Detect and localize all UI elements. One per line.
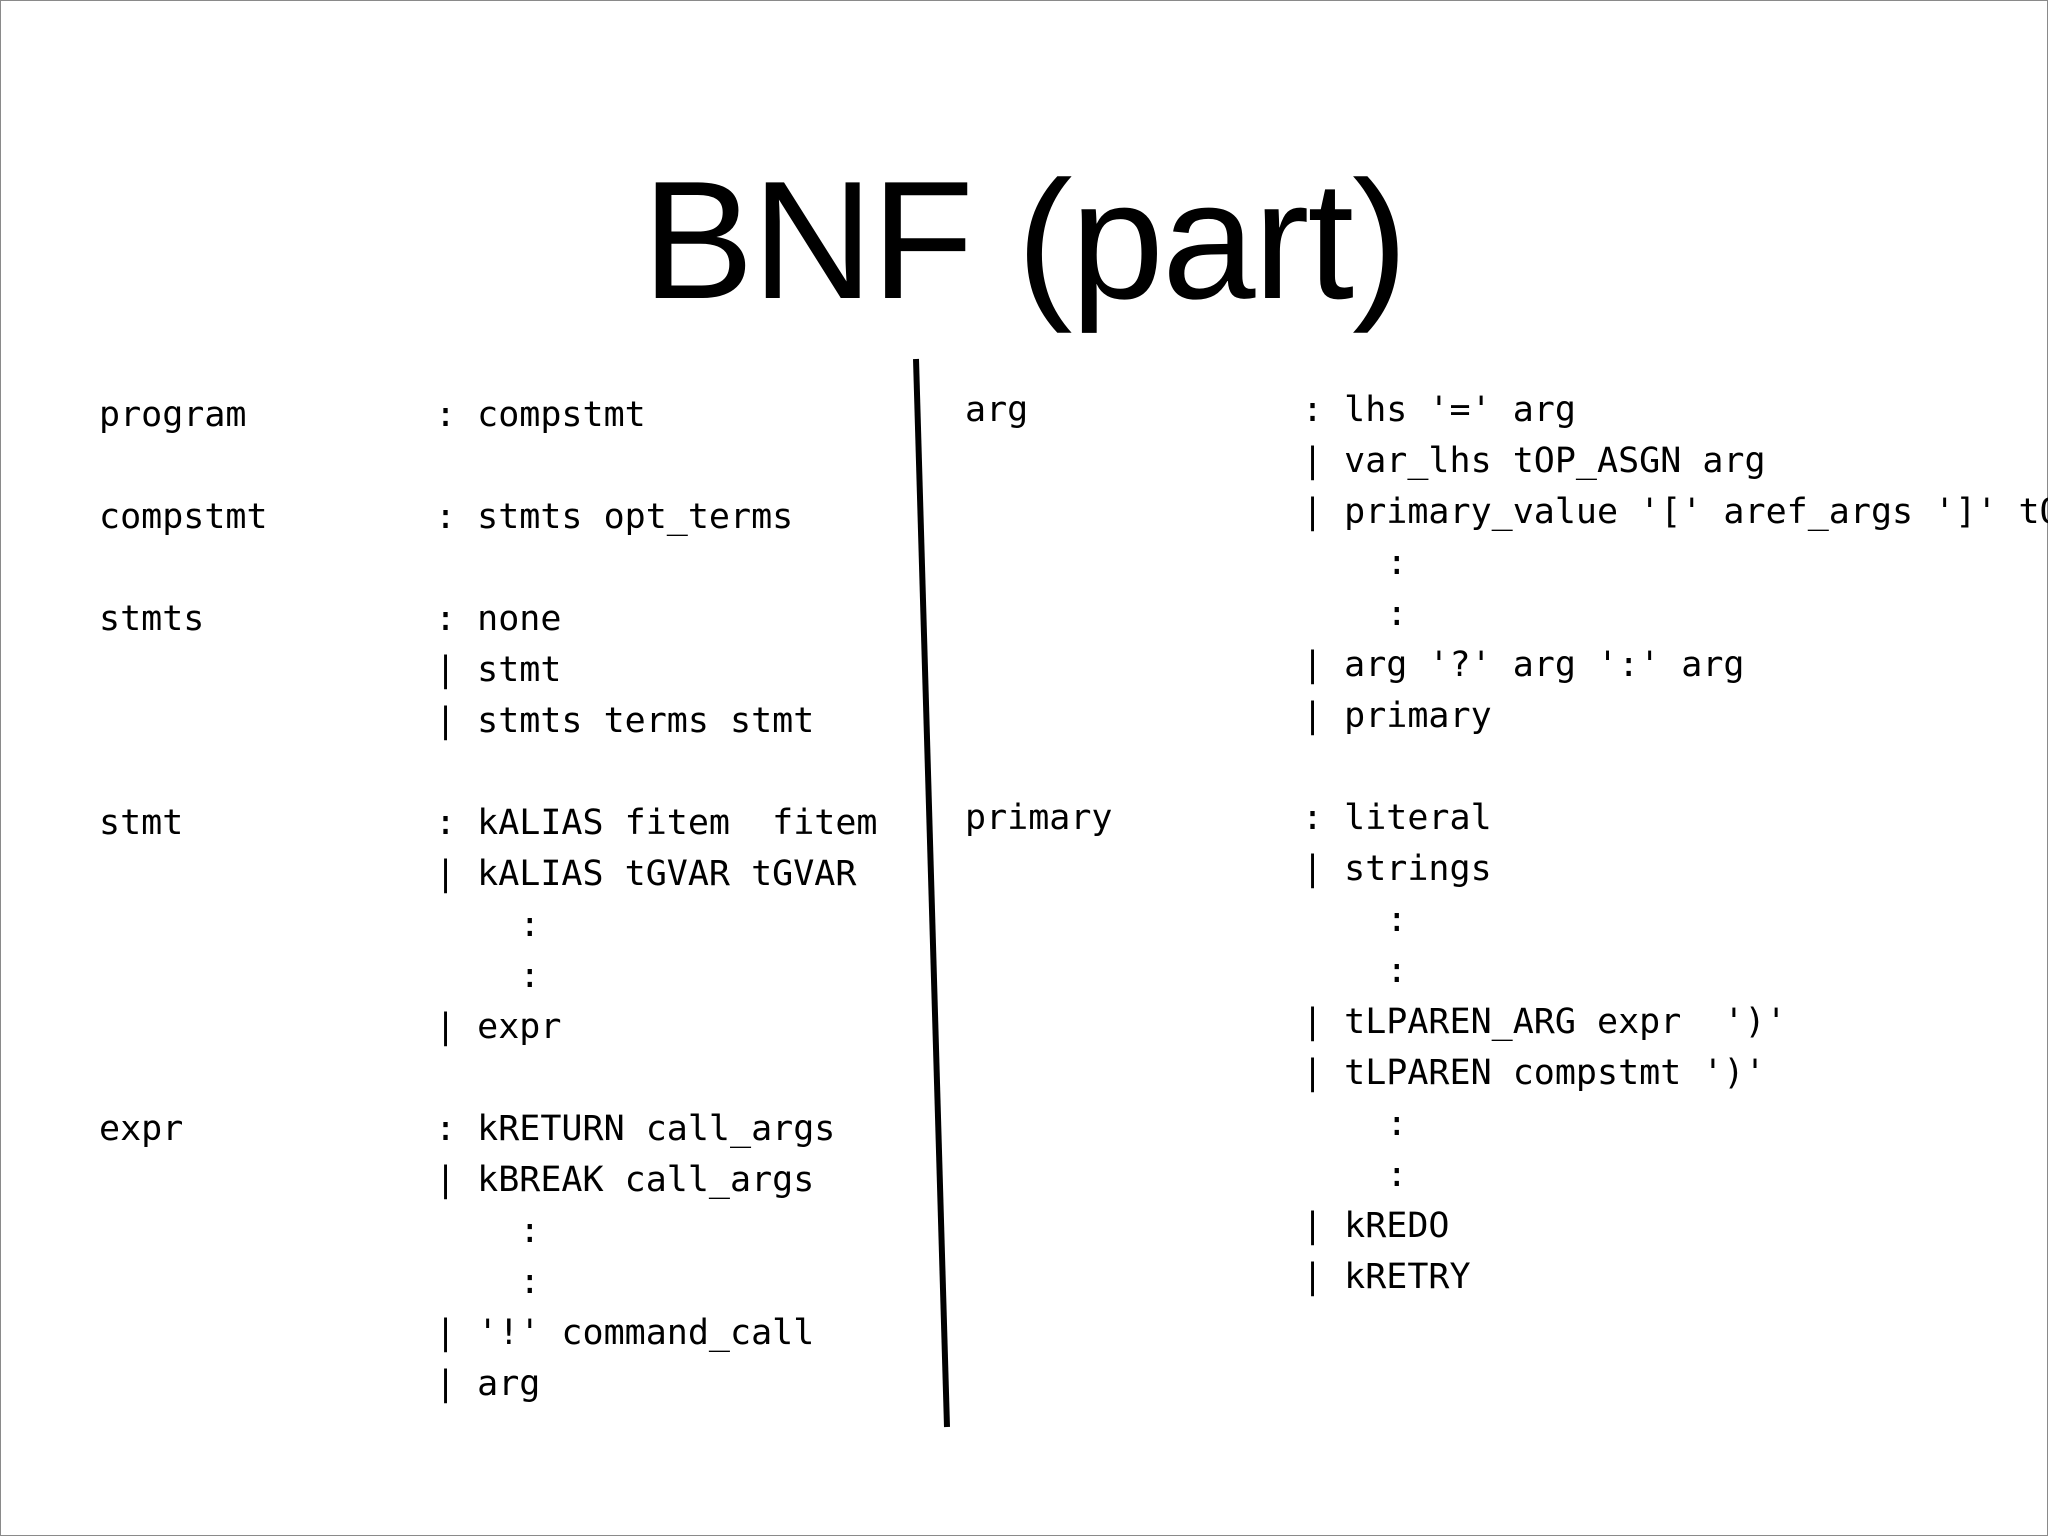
alternative-line: | stmt xyxy=(435,650,562,690)
rule-name: primary xyxy=(965,798,1113,838)
alternative-line: | '!' command_call xyxy=(435,1313,815,1353)
ellipsis-line: : xyxy=(1302,900,1408,940)
alternative-line: : kALIAS fitem fitem xyxy=(435,803,878,843)
alternative-line: | kRETRY xyxy=(1302,1257,1471,1297)
alternative-line: | var_lhs tOP_ASGN arg xyxy=(1302,441,1766,481)
alternative-line: | strings xyxy=(1302,849,1492,889)
rule-name: expr xyxy=(99,1109,184,1149)
grammar-rule-compstmt: compstmt : stmts opt_terms xyxy=(99,492,878,543)
alternative-line: | tLPAREN compstmt ')' xyxy=(1302,1053,1766,1093)
rule-alternatives: : stmts opt_terms xyxy=(435,492,793,543)
rule-alternatives: : kALIAS fitem fitem | kALIAS tGVAR tGVAR… xyxy=(435,798,878,1053)
ellipsis-line: : xyxy=(1302,543,1408,583)
grammar-rule-expr: expr : kRETURN call_args | kBREAK call_arg… xyxy=(99,1104,878,1410)
grammar-left-column: program : compstmt compstmt : stmts opt_ter… xyxy=(99,390,878,1461)
rule-alternatives: : kRETURN call_args| kBREAK call_args : … xyxy=(435,1104,835,1410)
ellipsis-line: : xyxy=(1302,1104,1408,1144)
ellipsis-line: : xyxy=(435,1262,541,1302)
grammar-rule-arg: arg : lhs '=' arg | var_lhs tOP_ASGN arg | … xyxy=(965,385,2048,742)
ellipsis-line: : xyxy=(435,905,541,945)
rule-name: stmt xyxy=(99,803,184,843)
alternative-line: : lhs '=' arg xyxy=(1302,390,1576,430)
alternative-line: | kBREAK call_args xyxy=(435,1160,815,1200)
alternative-line: | expr xyxy=(435,1007,562,1047)
grammar-right-column: arg : lhs '=' arg | var_lhs tOP_ASGN arg | … xyxy=(965,385,2048,1354)
slide-title: BNF (part) xyxy=(641,146,1408,334)
alternative-line: : kRETURN call_args xyxy=(435,1109,836,1149)
rule-name: stmts xyxy=(99,599,205,639)
rule-alternatives: : none | stmt | stmts terms stmt xyxy=(435,594,814,747)
divider-line xyxy=(913,358,950,1428)
rule-alternatives: : lhs '=' arg | var_lhs tOP_ASGN arg | pri… xyxy=(1302,385,2048,742)
ellipsis-line: : xyxy=(1302,1155,1408,1195)
alternative-line: | arg '?' arg ':' arg xyxy=(1302,645,1745,685)
ellipsis-line: : xyxy=(435,1211,541,1251)
grammar-rule-program: program : compstmt xyxy=(99,390,878,441)
grammar-rule-stmt: stmt : kALIAS fitem fitem | kALIAS tGVAR t… xyxy=(99,798,878,1053)
rule-alternatives: : compstmt xyxy=(435,390,646,441)
rule-name: program xyxy=(99,395,247,435)
ellipsis-line: : xyxy=(1302,951,1408,991)
alternative-line: : stmts opt_terms xyxy=(435,497,794,537)
rule-name: arg xyxy=(965,390,1029,430)
rule-alternatives: : literal | strings : : | tLPAREN_ARG expr… xyxy=(1302,793,1787,1303)
ellipsis-line: : xyxy=(1302,594,1408,634)
alternative-line: | primary_value '[' aref_args ']' tO xyxy=(1302,492,2048,532)
rule-name: compstmt xyxy=(99,497,268,537)
grammar-rule-stmts: stmts : none | stmt | stmts terms stmt xyxy=(99,594,878,747)
alternative-line: | primary xyxy=(1302,696,1492,736)
grammar-rule-primary: primary : literal | strings : : | tLPAREN_A… xyxy=(965,793,2048,1303)
alternative-line: | kREDO xyxy=(1302,1206,1450,1246)
alternative-line: | stmts terms stmt xyxy=(435,701,815,741)
ellipsis-line: : xyxy=(435,956,541,996)
alternative-line: | kALIAS tGVAR tGVAR xyxy=(435,854,857,894)
alternative-line: : compstmt xyxy=(435,395,646,435)
alternative-line: | tLPAREN_ARG expr ')' xyxy=(1302,1002,1787,1042)
alternative-line: : literal xyxy=(1302,798,1492,838)
alternative-line: : none xyxy=(435,599,562,639)
alternative-line: | arg xyxy=(435,1364,541,1404)
